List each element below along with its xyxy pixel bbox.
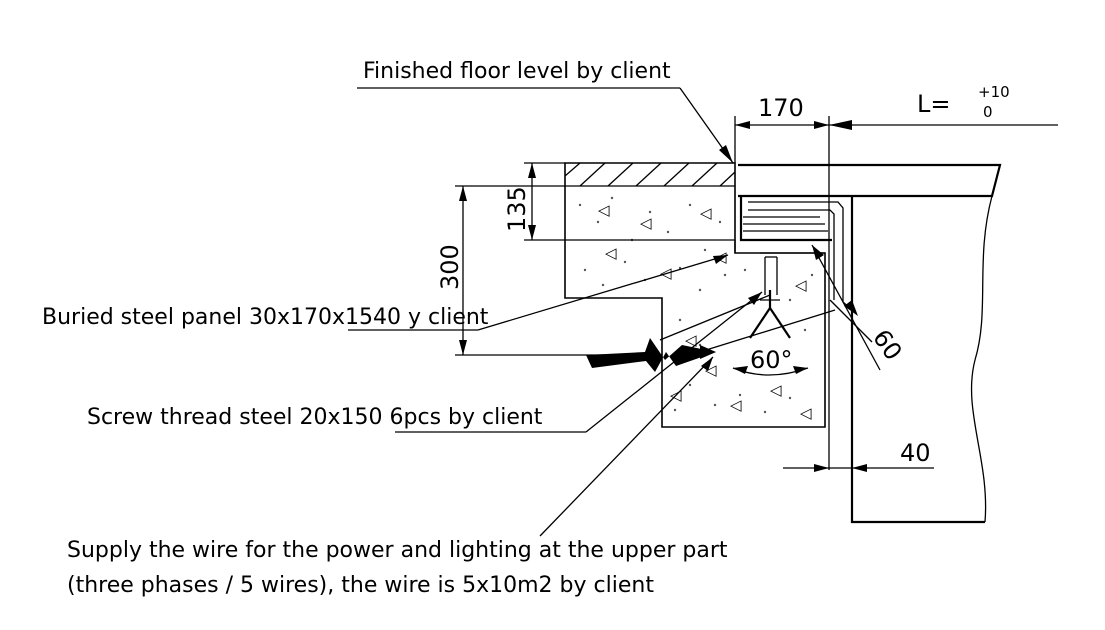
length-label: L= [917, 90, 950, 118]
floor-level-note: Finished floor level by client [363, 59, 671, 84]
leader-lines [348, 87, 836, 537]
wire-note-line1: Supply the wire for the power and lighti… [67, 538, 728, 563]
floor-hatch [564, 162, 736, 187]
screw-thread-note: Screw thread steel 20x150 6pcs by client [87, 405, 543, 430]
steel-panel-note: Buried steel panel 30x170x1540 y client [42, 305, 489, 330]
dim-60-depth: 60 [811, 244, 908, 371]
dim-170-label: 170 [758, 94, 804, 122]
svg-text:◁: ◁ [770, 381, 782, 399]
svg-text:◁: ◁ [800, 404, 812, 422]
dim-40: 40 [783, 439, 934, 472]
dim-170: 170 [734, 94, 1058, 470]
svg-text:◁: ◁ [795, 276, 807, 294]
svg-text:◁: ◁ [598, 201, 610, 219]
svg-text:◁: ◁ [640, 214, 652, 232]
dim-135: 135 [503, 162, 735, 241]
angle-60-label: 60° [750, 346, 793, 374]
angle-60-marker: 60° [732, 290, 809, 376]
tolerance-lower: 0 [983, 103, 993, 121]
svg-text:◁: ◁ [700, 204, 712, 222]
annotations: Finished floor level by client Buried st… [42, 59, 728, 598]
length-tolerance: L= +10 0 [917, 83, 1010, 121]
svg-text:◁: ◁ [685, 331, 697, 349]
dim-60-label: 60 [867, 324, 907, 365]
wire-note-line2: (three phases / 5 wires), the wire is 5x… [67, 573, 654, 598]
dim-300-label: 300 [436, 244, 464, 290]
svg-text:◁: ◁ [730, 396, 742, 414]
tolerance-upper: +10 [978, 83, 1010, 101]
dim-135-label: 135 [503, 186, 531, 232]
dim-40-label: 40 [900, 439, 931, 467]
svg-text:◁: ◁ [605, 244, 617, 262]
